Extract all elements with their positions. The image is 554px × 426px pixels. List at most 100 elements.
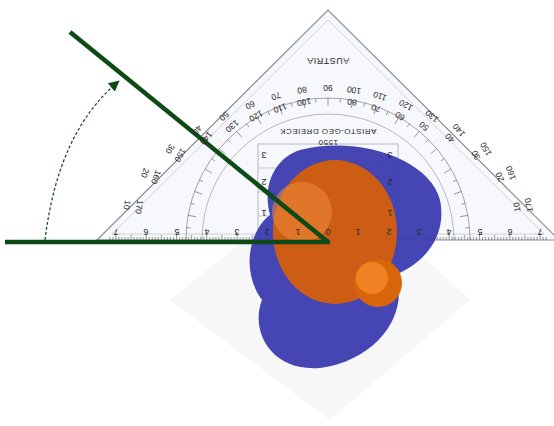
tick — [414, 131, 419, 137]
cm-scale-number: 7 — [538, 227, 543, 236]
tick — [140, 237, 141, 240]
tick — [491, 237, 492, 240]
grid-number: 1 — [261, 208, 266, 217]
tick — [497, 237, 498, 240]
tick — [243, 237, 244, 240]
tick — [461, 237, 462, 240]
tick — [237, 131, 242, 137]
tick — [503, 237, 504, 240]
degree-number: 80 — [296, 85, 307, 95]
tick — [128, 237, 129, 240]
grid-number: 1 — [387, 208, 392, 217]
tick — [473, 237, 474, 240]
cm-scale-number: 1 — [295, 227, 300, 236]
tick — [212, 159, 215, 161]
tick — [164, 237, 165, 240]
tick — [315, 99, 316, 103]
tick — [131, 235, 132, 240]
tick — [187, 227, 191, 228]
degree-number: 100 — [347, 85, 362, 96]
angle-arc-arrow — [45, 82, 118, 240]
tick — [188, 237, 189, 240]
cm-scale-number: 6 — [144, 227, 149, 236]
grid-number: 2 — [387, 177, 392, 186]
tick — [170, 237, 171, 240]
tick — [224, 237, 225, 240]
degree-number: 20 — [494, 172, 505, 184]
tick — [121, 237, 122, 240]
tick — [467, 237, 468, 240]
tick — [444, 169, 451, 173]
grid-number: 3 — [261, 150, 266, 159]
tick — [470, 237, 471, 240]
tick — [441, 159, 444, 161]
tick — [109, 237, 110, 240]
tick — [527, 237, 528, 240]
brand-text: 1550 — [318, 138, 338, 146]
cm-scale-number: 5 — [174, 227, 179, 236]
tick — [268, 111, 270, 115]
tick — [453, 180, 457, 182]
logo — [250, 146, 442, 369]
cm-scale-number: 3 — [416, 227, 421, 236]
tick — [340, 99, 341, 103]
degree-number: 150 — [479, 140, 493, 157]
degree-number: 160 — [505, 165, 518, 181]
angle-leg — [70, 32, 328, 242]
tick — [124, 237, 125, 240]
tick — [543, 237, 544, 240]
tick — [182, 237, 183, 240]
tick — [407, 124, 409, 127]
tick — [500, 237, 501, 240]
cm-scale-number: 4 — [204, 227, 209, 236]
tick — [179, 237, 180, 240]
cm-scale-number: 6 — [507, 227, 512, 236]
tick — [194, 237, 195, 240]
tick — [515, 237, 516, 240]
tick — [143, 237, 144, 240]
tick — [205, 169, 212, 173]
tick — [464, 235, 465, 240]
degree-number: 170 — [134, 199, 145, 214]
brand-text: AUSTRIA — [307, 56, 350, 65]
tick — [247, 124, 249, 127]
tick — [291, 103, 292, 107]
tick — [185, 237, 186, 240]
tick — [249, 237, 250, 240]
tick — [465, 227, 469, 228]
tick — [386, 111, 388, 115]
tick — [328, 98, 329, 106]
tick — [167, 237, 168, 240]
tick — [231, 237, 232, 240]
degree-number: 170 — [523, 197, 534, 212]
tick — [209, 237, 210, 240]
tick — [443, 237, 444, 240]
tick — [458, 237, 459, 240]
tick — [212, 237, 213, 240]
tick — [161, 235, 162, 240]
cm-scale-number: 3 — [235, 227, 240, 236]
grid-number: 3 — [387, 150, 392, 159]
tick — [452, 237, 453, 240]
degree-number: 10 — [512, 201, 522, 212]
angle-leg — [5, 240, 330, 245]
grid-number: 2 — [261, 177, 266, 186]
tick — [191, 235, 192, 240]
cm-scale-number: 7 — [113, 227, 118, 236]
tick — [246, 237, 247, 240]
tick — [518, 237, 519, 240]
cm-scale-number: 2 — [265, 227, 270, 236]
tick — [155, 237, 156, 240]
degree-number: 30 — [470, 148, 482, 160]
tick — [197, 237, 198, 240]
tick — [461, 203, 465, 204]
tick — [506, 237, 507, 240]
degree-number: 80 — [347, 97, 358, 107]
degree-number: 10 — [122, 199, 132, 210]
degree-number: 30 — [164, 142, 176, 154]
tick — [426, 140, 429, 143]
degree-number: 100 — [296, 97, 311, 108]
tick — [546, 237, 547, 240]
tick — [437, 237, 438, 240]
